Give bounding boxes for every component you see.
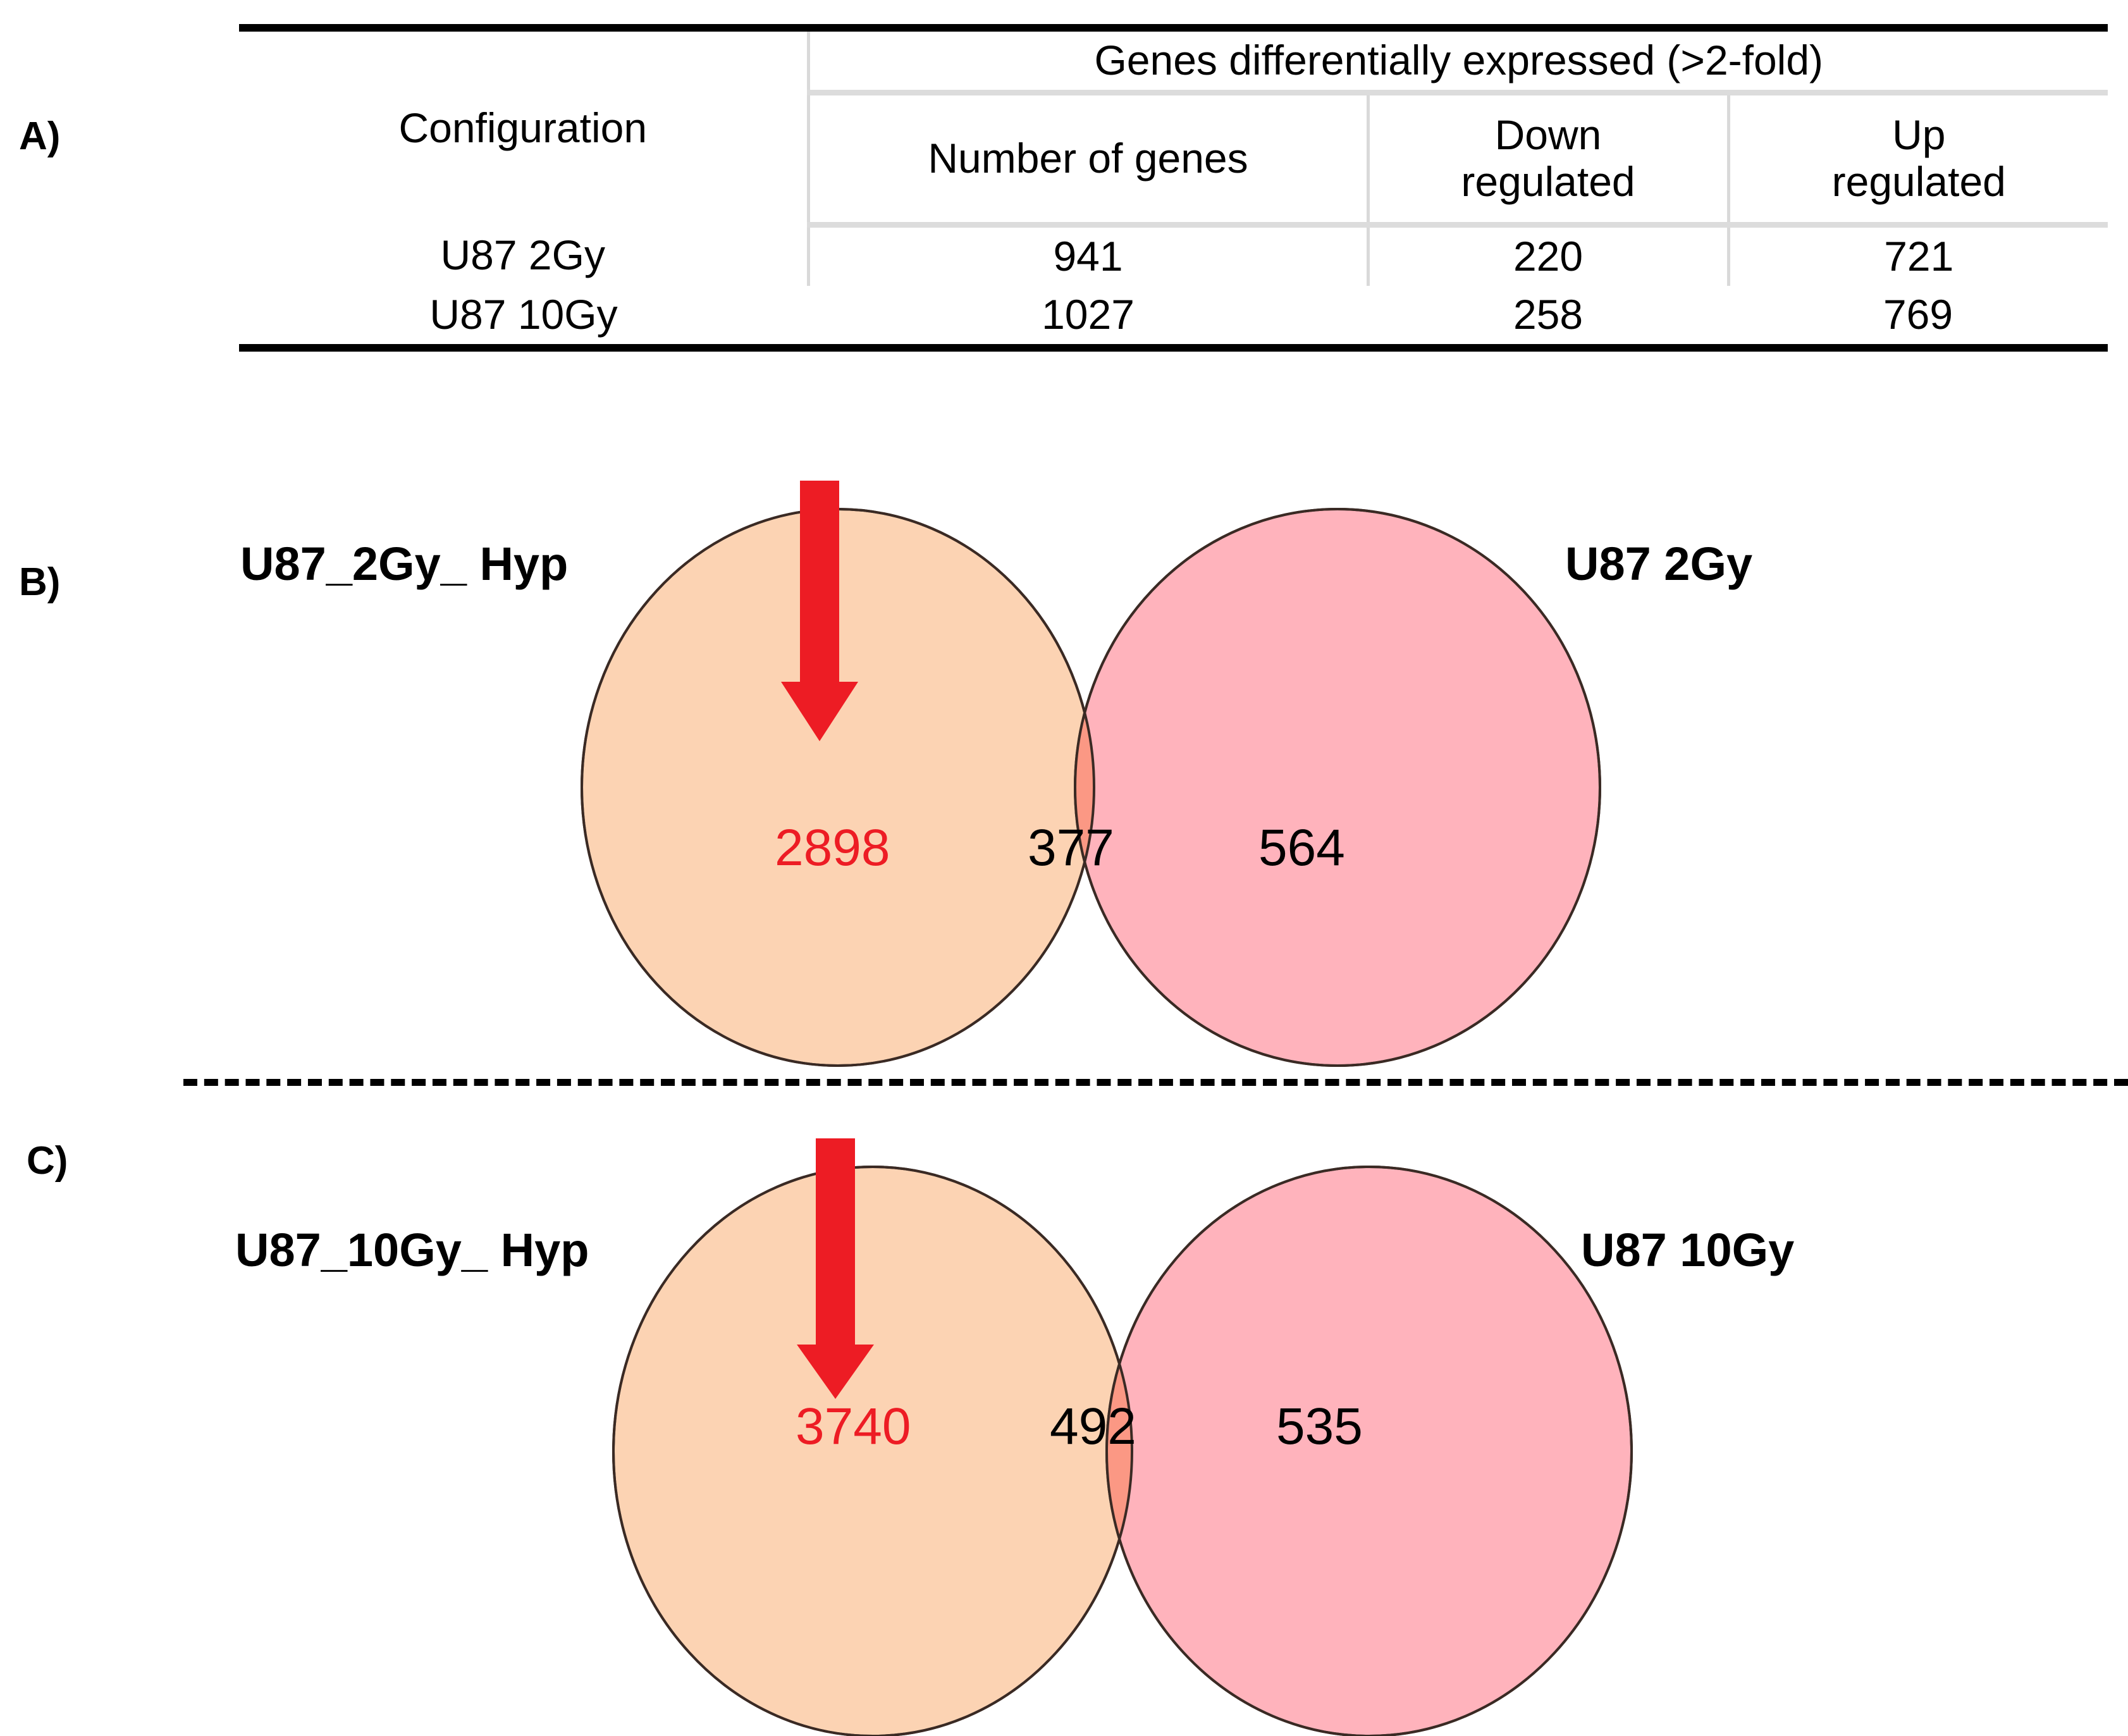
venn-b-right-only-count: 564	[1258, 819, 1345, 877]
venn-c-right-set-label: U87 10Gy	[1581, 1224, 1795, 1276]
table-cell-up-regulated: 769	[1728, 286, 2108, 352]
table-cell-down-regulated: 220	[1368, 225, 1730, 286]
table-header-up-line1: Up	[1892, 111, 1946, 159]
table-header-number-of-genes: Number of genes	[808, 92, 1370, 228]
gene-summary-table-panel: Configuration Genes differentially expre…	[239, 24, 2108, 352]
venn-c-left-circle-outline	[612, 1166, 1133, 1736]
venn-c-graphic	[612, 1138, 1633, 1736]
table-header-down-line2: regulated	[1461, 158, 1635, 205]
table-row: U87 2Gy 941 220 721	[239, 225, 2108, 286]
table-cell-down-regulated: 258	[1368, 286, 1728, 352]
table-header-sub-row: Number of genes Down regulated Up regula…	[239, 92, 2108, 228]
table-header-down-regulated: Down regulated	[1368, 92, 1730, 228]
red-down-arrow-icon	[797, 1138, 874, 1399]
venn-diagram-panel-c: U87_10Gy_ Hyp U87 10Gy 3740 492 535	[0, 1138, 2128, 1736]
venn-diagram-panel-b: U87_2Gy_ Hyp U87 2Gy 2898 377 564	[0, 481, 2128, 1075]
venn-b-right-set-label: U87 2Gy	[1565, 538, 1753, 590]
venn-c-right-only-count: 535	[1276, 1398, 1363, 1455]
table-cell-configuration: U87 2Gy	[239, 225, 810, 286]
panel-letter-b: B)	[19, 560, 61, 604]
table-cell-configuration: U87 10Gy	[239, 286, 808, 352]
venn-c-intersection-count: 492	[1050, 1398, 1136, 1455]
venn-c-right-circle-outline	[1105, 1166, 1633, 1736]
panel-letter-a: A)	[19, 114, 61, 158]
table-header-up-regulated: Up regulated	[1728, 92, 2108, 228]
table-header-configuration: Configuration	[239, 24, 810, 225]
table-header-up-line2: regulated	[1831, 158, 2006, 205]
panel-letter-c: C)	[27, 1139, 68, 1183]
table-row: U87 10Gy 1027 258 769	[239, 286, 2108, 352]
venn-c-left-only-count: 3740	[796, 1398, 911, 1455]
gene-summary-table: Configuration Genes differentially expre…	[239, 24, 2108, 352]
table-header-down-line1: Down	[1494, 111, 1602, 159]
venn-b-intersection-count: 377	[1028, 819, 1114, 877]
venn-c-right-circle	[1105, 1166, 1633, 1736]
venn-b-left-set-label: U87_2Gy_ Hyp	[240, 538, 569, 590]
table-cell-number-of-genes: 1027	[808, 286, 1368, 352]
table-cell-number-of-genes: 941	[808, 225, 1370, 286]
panel-separator-dashed-line	[183, 1079, 2128, 1086]
table-header-group-title: Genes differentially expressed (>2-fold)	[808, 24, 2108, 95]
table-cell-up-regulated: 721	[1884, 233, 1954, 280]
venn-b-right-circle	[1074, 508, 1601, 1067]
table-header-group-row: Configuration Genes differentially expre…	[239, 24, 2108, 225]
venn-c-left-set-label: U87_10Gy_ Hyp	[235, 1224, 589, 1276]
red-down-arrow-icon	[781, 481, 858, 741]
venn-b-graphic	[581, 481, 1601, 1067]
venn-b-right-circle-outline	[1074, 508, 1601, 1067]
venn-b-left-only-count: 2898	[775, 819, 890, 877]
